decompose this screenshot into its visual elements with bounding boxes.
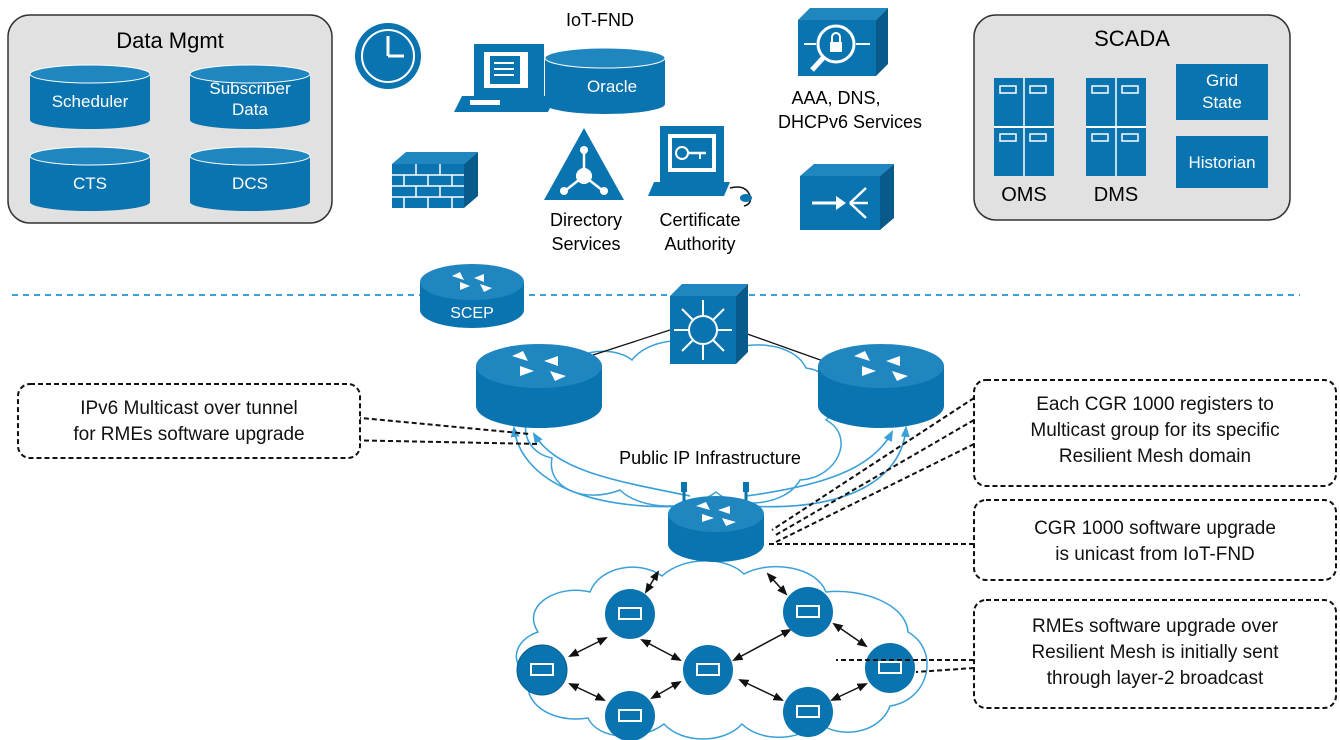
scada-panel: SCADA OMS DMS Grid State Hi — [973, 14, 1291, 221]
cts-database: CTS — [29, 146, 151, 211]
callout-cgr-upgrade: CGR 1000 software upgrade is unicast fro… — [973, 499, 1337, 581]
multilayer-switch-icon — [670, 284, 748, 364]
grid-state-label-2: State — [1202, 93, 1242, 112]
backbone-lines — [589, 329, 827, 363]
directory-label-2: Services — [551, 234, 620, 254]
public-ip-label: Public IP Infrastructure — [619, 448, 801, 468]
scep-router-icon: SCEP — [420, 264, 524, 328]
historian-box: Historian — [1176, 136, 1268, 188]
load-balancer-icon — [800, 164, 894, 230]
meter-icon — [605, 589, 655, 639]
historian-label: Historian — [1188, 153, 1255, 172]
iot-fnd-label: IoT-FND — [566, 10, 634, 30]
headend-router-left-icon — [476, 344, 602, 428]
certificate-workstation-icon — [648, 126, 752, 207]
certificate-label-2: Authority — [664, 234, 735, 254]
oracle-label: Oracle — [587, 77, 637, 96]
workstation-icon — [454, 44, 556, 112]
scheduler-label: Scheduler — [52, 92, 129, 111]
subscriber-data-database: Subscriber Data — [189, 64, 311, 129]
callout-ipv6-multicast: IPv6 Multicast over tunnel for RMEs soft… — [17, 383, 361, 459]
callout-rme-upgrade-line-2: Resilient Mesh is initially sent — [1031, 642, 1279, 663]
directory-label-1: Directory — [550, 210, 622, 230]
oracle-database-icon: Oracle — [544, 47, 666, 114]
firewall-icon — [392, 152, 478, 208]
callout-ipv6-line-1: IPv6 Multicast over tunnel — [80, 398, 298, 419]
scheduler-database: Scheduler — [29, 64, 151, 129]
aaa-label-2: DHCPv6 Services — [778, 112, 922, 132]
callout-rme-upgrade: RMEs software upgrade over Resilient Mes… — [973, 599, 1337, 709]
meter-icon — [783, 687, 833, 737]
callout-cgr-upgrade-line-2: is unicast from IoT-FND — [1055, 544, 1255, 565]
callout-cgr-upgrade-line-1: CGR 1000 software upgrade — [1034, 518, 1276, 539]
dcs-database: DCS — [189, 146, 311, 211]
meter-icon — [783, 587, 833, 637]
directory-icon — [544, 128, 624, 200]
meter-icon — [683, 645, 733, 695]
data-mgmt-title: Data Mgmt — [116, 28, 224, 53]
callout-rme-upgrade-line-3: through layer-2 broadcast — [1047, 668, 1264, 689]
security-appliance-icon — [798, 8, 888, 76]
callout-ipv6-line-2: for RMEs software upgrade — [73, 424, 304, 445]
certificate-label-1: Certificate — [659, 210, 740, 230]
meter-icon — [516, 644, 568, 696]
oms-server-icon — [994, 78, 1054, 176]
grid-state-box: Grid State — [1176, 64, 1268, 120]
scep-label: SCEP — [450, 305, 494, 322]
dms-server-icon — [1086, 78, 1146, 176]
callout-cgr-registers: Each CGR 1000 registers to Multicast gro… — [973, 379, 1337, 487]
oms-label: OMS — [1001, 184, 1047, 206]
clock-icon — [355, 23, 421, 89]
dms-label: DMS — [1094, 184, 1138, 206]
callout-rme-upgrade-line-1: RMEs software upgrade over — [1032, 616, 1279, 637]
mesh-links — [568, 570, 868, 701]
meter-icon — [865, 643, 915, 693]
grid-state-label-1: Grid — [1206, 71, 1238, 90]
scada-title: SCADA — [1094, 26, 1170, 51]
callout-cgr-register-line-1: Each CGR 1000 registers to — [1036, 394, 1274, 415]
multicast-tunnel-arrows — [510, 425, 910, 508]
meter-icon — [605, 691, 655, 740]
cgr-router-icon — [668, 482, 764, 562]
cts-label: CTS — [73, 174, 107, 193]
headend-router-right-icon — [818, 344, 944, 428]
callout-cgr-register-line-3: Resilient Mesh domain — [1059, 446, 1251, 467]
callout-cgr-register-line-2: Multicast group for its specific — [1030, 420, 1279, 441]
dcs-label: DCS — [232, 174, 268, 193]
aaa-label-1: AAA, DNS, — [791, 88, 880, 108]
subscriber-label-1: Subscriber — [209, 79, 291, 98]
callout-leaders — [339, 397, 975, 673]
data-mgmt-panel: Data Mgmt Scheduler Subscriber Data CTS … — [7, 14, 333, 224]
subscriber-label-2: Data — [232, 100, 268, 119]
